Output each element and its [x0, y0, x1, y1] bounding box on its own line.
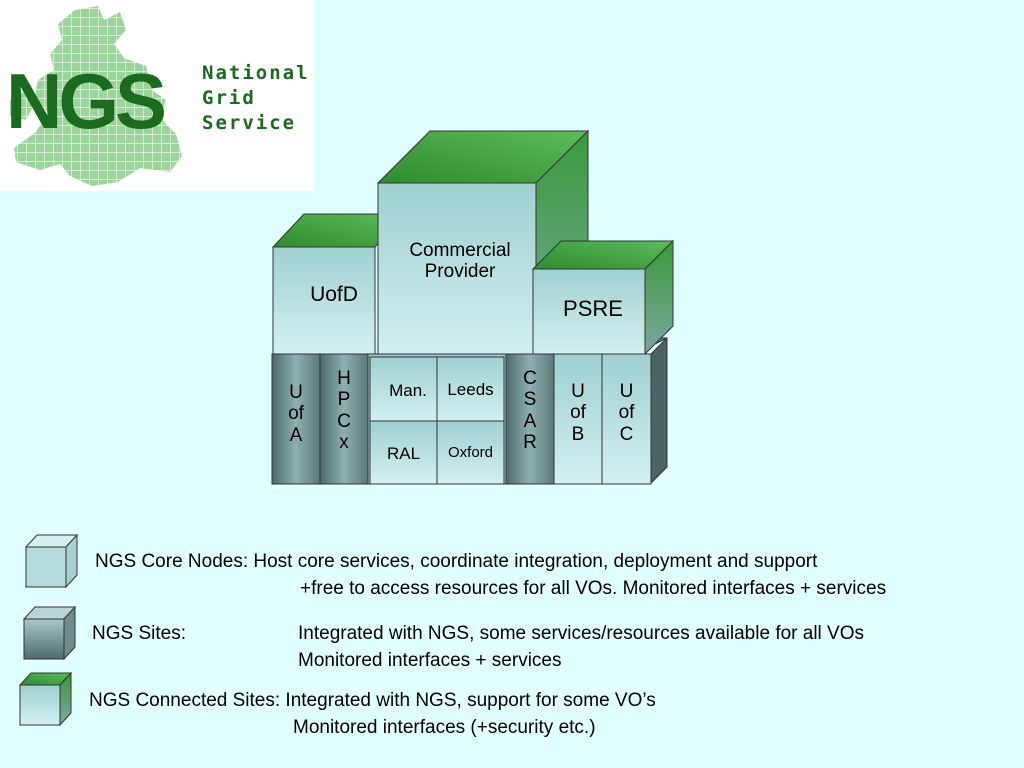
label-csar: C S A R — [523, 368, 537, 453]
label-oxford: Oxford — [447, 444, 493, 461]
legend-connected-cube-icon — [18, 671, 73, 727]
legend-core-line2: +free to access resources for all VOs. M… — [300, 578, 887, 599]
label-hpcx: H P C x — [337, 368, 351, 453]
legend-sites-label: NGS Sites: — [92, 623, 186, 644]
label-man: Man. — [389, 381, 427, 400]
label-u-of-a: U of A — [288, 382, 304, 446]
node-oxford — [436, 420, 505, 485]
site-hpcx — [319, 353, 369, 485]
logo-mark: NGS — [6, 57, 164, 145]
legend-site-cube-icon — [22, 605, 77, 661]
legend-connected-line2: Monitored interfaces (+security etc.) — [293, 717, 596, 738]
label-ral: RAL — [386, 444, 421, 463]
legend-sites-line2: Monitored interfaces + services — [298, 650, 562, 671]
box-psre — [531, 239, 675, 356]
label-commercial-provider: Commercial Provider — [409, 240, 511, 283]
legend-core-line1: NGS Core Nodes: Host core services, coor… — [95, 551, 818, 572]
box-uofd — [271, 213, 408, 355]
ngs-logo: NGS National Grid Service — [0, 0, 314, 191]
site-u-of-a — [271, 353, 321, 485]
label-u-of-b: U of B — [570, 381, 586, 445]
node-u-of-c — [601, 353, 652, 485]
legend-sites-line1: Integrated with NGS, some services/resou… — [298, 623, 865, 644]
label-u-of-c: U of C — [618, 381, 635, 445]
node-man — [369, 356, 438, 422]
legend-connected-line1: NGS Connected Sites: Integrated with NGS… — [89, 690, 656, 711]
label-psre: PSRE — [563, 296, 623, 321]
logo-word-national: National — [202, 62, 310, 84]
node-u-of-b — [553, 353, 603, 485]
label-leeds: Leeds — [447, 380, 494, 399]
legend-core-cube-icon — [24, 533, 79, 589]
logo-word-grid: Grid — [202, 87, 256, 109]
label-uofd: UofD — [310, 283, 358, 306]
node-leeds — [436, 356, 505, 422]
uk-map-icon: NGS — [6, 6, 182, 186]
site-csar — [505, 353, 555, 485]
logo-word-service: Service — [202, 112, 297, 134]
bottom-row-side — [650, 336, 668, 485]
node-ral — [369, 420, 438, 485]
